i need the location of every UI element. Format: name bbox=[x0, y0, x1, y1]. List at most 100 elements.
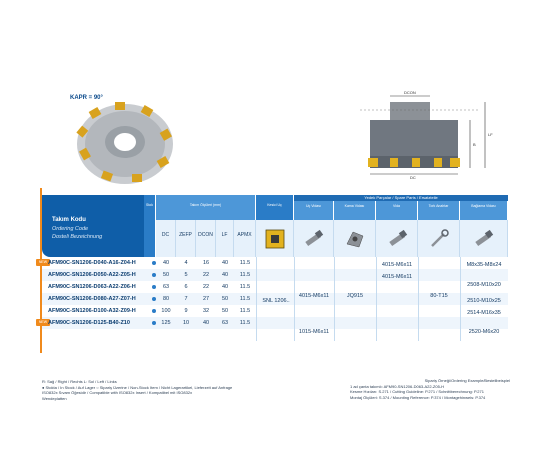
note-line: 1 ad çanta takımlı: AFM90-SN1206-D063-A2… bbox=[350, 383, 445, 389]
wedge-code: JQ915 bbox=[346, 293, 364, 299]
insert-icon bbox=[265, 229, 285, 249]
cell-lf: 63 bbox=[221, 320, 229, 326]
title-line-1: Takım Kodu bbox=[52, 217, 86, 223]
cell-dc: 50 bbox=[162, 272, 170, 278]
cell-dcon: 32 bbox=[202, 308, 210, 314]
header-stok: Stok bbox=[144, 195, 156, 257]
table-row: NEW AFM90C-SN1206-D125-B40-Z10 125 10 40… bbox=[36, 317, 508, 329]
screw-c2-code: 4015-M6x11 bbox=[381, 274, 413, 280]
cell-apmx: 11.5 bbox=[239, 260, 251, 266]
kapr-label: KAPR = 90° bbox=[70, 95, 103, 101]
title-line-2: Ordering Code bbox=[52, 226, 89, 232]
stock-dot bbox=[152, 273, 156, 277]
note-line: Kesme Hızıları: S.271 / Cutting Guidelin… bbox=[350, 389, 484, 394]
divider bbox=[294, 257, 295, 341]
divider bbox=[418, 257, 419, 341]
mount-3-code: 2510-M10x25 bbox=[467, 298, 501, 304]
stock-dot bbox=[152, 285, 156, 289]
legend-notes: R: Sağ / Right / Rechts L: Sol / Left / … bbox=[42, 379, 272, 401]
cell-lf: 40 bbox=[221, 284, 229, 290]
cell-z: 9 bbox=[184, 308, 188, 314]
table-row: AFM90C-SN1206-D100-A32-Z09-H 100 9 32 50… bbox=[42, 305, 508, 317]
cell-dcon: 22 bbox=[202, 272, 210, 278]
key-code: 80-T15 bbox=[430, 293, 448, 299]
ordering-code: AFM90C-SN1206-D100-A32-Z09-H bbox=[48, 308, 136, 314]
ordering-code: AFM90C-SN1206-D050-A22-Z05-H bbox=[48, 272, 136, 278]
cell-dc: 125 bbox=[161, 320, 171, 326]
col-lf: LF bbox=[216, 220, 234, 257]
cell-dcon: 27 bbox=[202, 296, 210, 302]
title-block: Takım Kodu Ordering Code Dosteli Bezeich… bbox=[42, 195, 162, 257]
new-badge: NEW bbox=[36, 319, 50, 326]
torque-key-icon bbox=[431, 229, 449, 247]
note-line: ● Stokta / In Stock / Auf Lager ○ Sipari… bbox=[42, 384, 233, 390]
cell-apmx: 11.5 bbox=[239, 308, 251, 314]
cell-z: 5 bbox=[184, 272, 188, 278]
table-row: AFM90C-SN1206-D050-A22-Z05-H 50 5 22 40 … bbox=[42, 269, 508, 281]
col-zefp: ZEFP bbox=[176, 220, 196, 257]
cell-z: 6 bbox=[184, 284, 188, 290]
ordering-code: AFM90C-SN1206-D040-A16-Z04-H bbox=[48, 260, 136, 266]
ordering-code: AFM90C-SN1206-D125-B40-Z10 bbox=[48, 320, 130, 326]
table-row: NEW AFM90C-SN1206-D040-A16-Z04-H 40 4 16… bbox=[36, 257, 508, 269]
screw-icon bbox=[305, 229, 324, 247]
cell-lf: 40 bbox=[221, 260, 229, 266]
cell-lf: 50 bbox=[221, 296, 229, 302]
cell-z: 4 bbox=[184, 260, 188, 266]
cell-lf: 40 bbox=[221, 272, 229, 278]
cell-z: 7 bbox=[184, 296, 188, 302]
divider bbox=[460, 257, 461, 341]
mount-4-code: 2514-M16x35 bbox=[467, 310, 501, 316]
cell-apmx: 11.5 bbox=[239, 320, 251, 326]
cell-lf: 50 bbox=[221, 308, 229, 314]
mount-1-code: M8x35-M8x24 bbox=[466, 262, 502, 268]
title-line-3: Dosteli Bezeichnung bbox=[52, 234, 103, 240]
cell-dc: 40 bbox=[162, 260, 170, 266]
ordering-code: AFM90C-SN1206-D080-A27-Z07-H bbox=[48, 296, 136, 302]
note-line: Montaj Ölçüleri: S.374 / Mounting Refere… bbox=[350, 394, 486, 400]
insert-icon-cell bbox=[256, 220, 294, 257]
cell-apmx: 11.5 bbox=[239, 296, 251, 302]
drawing-label-dcon: DCON bbox=[404, 90, 416, 95]
drawing-label-b: B bbox=[473, 142, 476, 147]
divider bbox=[256, 257, 257, 341]
accent-bar bbox=[40, 188, 42, 353]
cell-z: 10 bbox=[182, 320, 190, 326]
mount-2-code: 2508-M10x20 bbox=[467, 282, 501, 288]
drawing-label-lf: LF bbox=[488, 132, 493, 137]
screw-3-icon bbox=[389, 229, 408, 247]
note-line: R: Sağ / Right / Rechts L: Sol / Left / … bbox=[42, 379, 117, 384]
table-row: AFM90C-SN1206-D063-A22-Z06-H 63 6 22 40 … bbox=[42, 281, 508, 293]
cell-dcon: 22 bbox=[202, 284, 210, 290]
new-badge: NEW bbox=[36, 259, 50, 266]
col-dcon: DCON bbox=[196, 220, 216, 257]
note-line: Sipariş Örneği/Ordering Example/Bestellb… bbox=[424, 378, 510, 383]
note-line: ISO832x Sıvam Öğesidir / Compatible with… bbox=[42, 390, 193, 395]
divider bbox=[376, 257, 377, 341]
cell-dc: 100 bbox=[161, 308, 171, 314]
col-dc: DC bbox=[156, 220, 176, 257]
screw-b-code: 1015-M6x11 bbox=[298, 329, 330, 335]
cell-dc: 63 bbox=[162, 284, 170, 290]
ordering-example: Sipariş Örneği/Ordering Example/Bestellb… bbox=[350, 378, 510, 400]
mount-screw-icon bbox=[475, 229, 494, 247]
wedge-icon bbox=[346, 231, 364, 248]
stock-dot bbox=[152, 309, 156, 313]
screw-c1-code: 4015-M6x11 bbox=[381, 262, 413, 268]
cell-apmx: 11.5 bbox=[239, 272, 251, 278]
screw-a-code: 4015-M6x11 bbox=[298, 293, 330, 299]
product-table: Takım Kodu Ordering Code Dosteli Bezeich… bbox=[36, 188, 508, 374]
divider bbox=[334, 257, 335, 341]
stock-dot bbox=[152, 261, 156, 265]
col-apmx: APMX bbox=[234, 220, 256, 257]
drawing-label-dc: DC bbox=[410, 175, 416, 180]
table-row: AFM90C-SN1206-D080-A27-Z07-H 80 7 27 50 … bbox=[42, 293, 508, 305]
cell-dcon: 16 bbox=[202, 260, 210, 266]
ordering-code: AFM90C-SN1206-D063-A22-Z06-H bbox=[48, 284, 136, 290]
stock-dot bbox=[152, 321, 156, 325]
stock-dot bbox=[152, 297, 156, 301]
note-line: Wendeplatten bbox=[42, 395, 67, 401]
cell-dc: 80 bbox=[162, 296, 170, 302]
cell-dcon: 40 bbox=[202, 320, 210, 326]
insert-code: SNL 1206.. bbox=[262, 298, 290, 304]
